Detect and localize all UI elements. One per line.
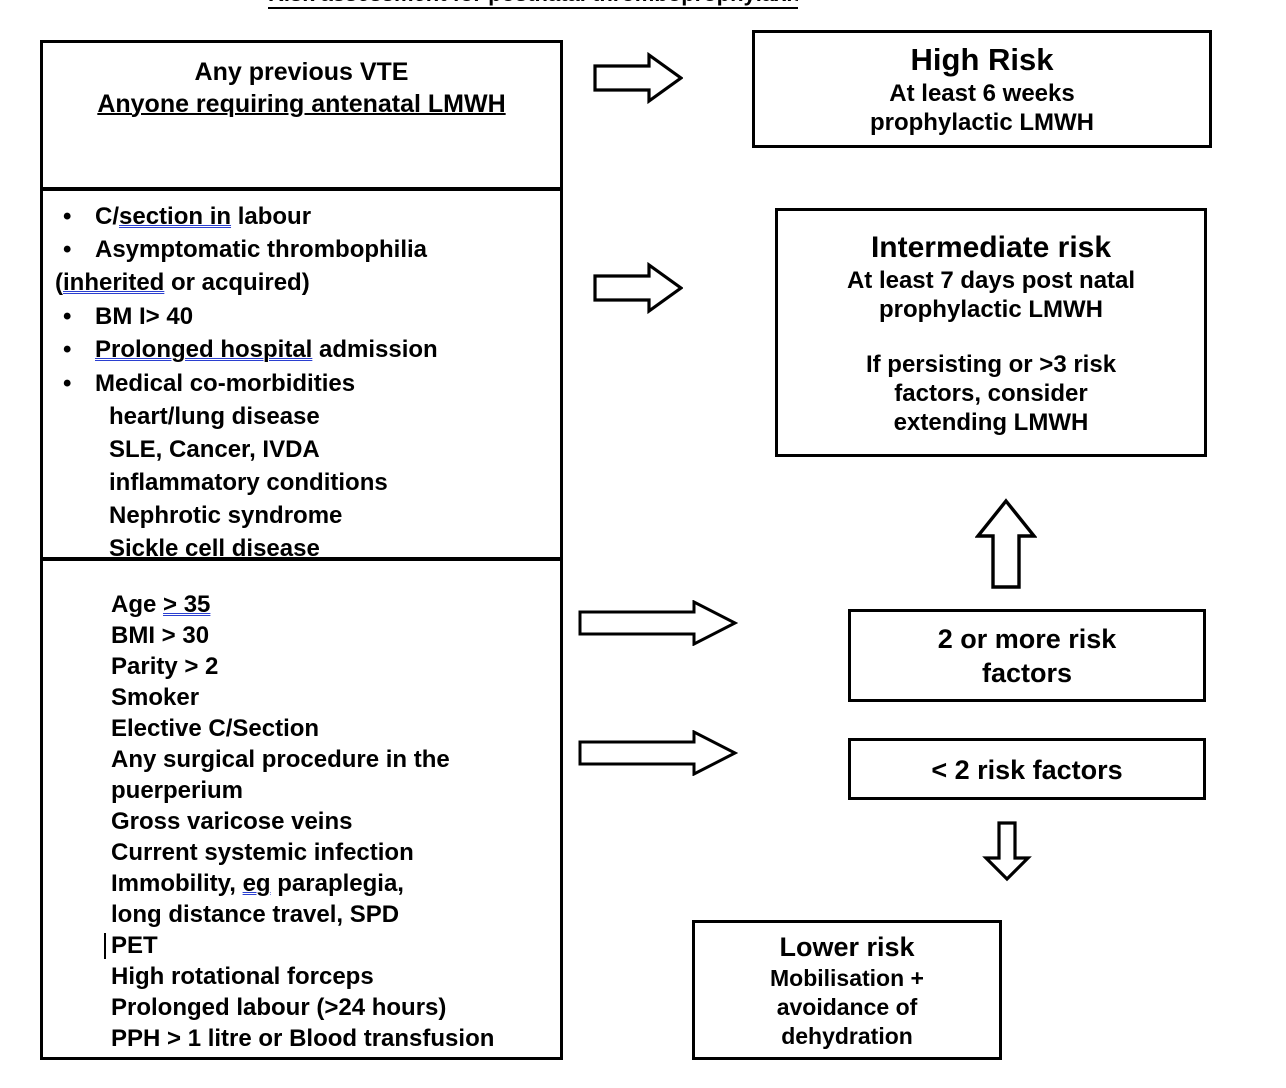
risk-factor-item: puerperium	[111, 777, 244, 804]
bullet-item: • BM I> 40	[51, 300, 552, 333]
immobility-pre: Immobility,	[111, 870, 243, 897]
risk-factor-item-pet: PET	[104, 930, 552, 961]
spellcheck-text: inherited	[63, 269, 165, 296]
arrow-up-icon-to-intermediate-risk	[975, 498, 1037, 590]
bullet-icon: •	[63, 236, 72, 263]
left-criteria-column: Any previous VTE Anyone requiring antena…	[40, 40, 563, 1060]
comorbidity-item: inflammatory conditions	[109, 469, 388, 496]
bullet-label: BM I> 40	[95, 303, 194, 330]
spellcheck-text: eg	[242, 870, 271, 897]
lower-risk-line: Mobilisation +	[770, 965, 924, 991]
immobility-post: paraplegia,	[270, 870, 404, 897]
high-risk-line: At least 6 weeks	[889, 80, 1075, 107]
bullet-item: • C/section in labour	[51, 201, 552, 233]
arrow-right-icon-to-two-or-more	[578, 600, 738, 646]
bullet-label: C/section in labour	[95, 201, 552, 233]
risk-factor-item: BMI > 30	[111, 622, 210, 649]
intermediate-risk-line: prophylactic LMWH	[878, 296, 1103, 323]
bullet-icon: •	[63, 370, 72, 397]
risk-factor-item: Prolonged labour (>24 hours)	[111, 994, 447, 1021]
less-than-two-line: < 2 risk factors	[931, 755, 1123, 785]
risk-factor-item: High rotational forceps	[111, 963, 374, 990]
risk-factor-item: Any surgical procedure in the	[111, 746, 450, 773]
intermediate-risk-note: If persisting or >3 risk	[865, 351, 1117, 378]
risk-factor-item: Current systemic infection	[111, 839, 414, 866]
risk-factor-item: Smoker	[111, 684, 200, 711]
intermediate-risk-line: At least 7 days post natal	[846, 267, 1136, 294]
box-lower-risk-outcome[interactable]: Lower risk Mobilisation + avoidance of d…	[692, 920, 1002, 1060]
box-two-or-more-risk-factors[interactable]: 2 or more risk factors	[848, 609, 1206, 702]
high-risk-heading: High Risk	[910, 42, 1054, 77]
box-high-risk-criteria[interactable]: Any previous VTE Anyone requiring antena…	[40, 40, 563, 190]
comorbidity-list: heart/lung disease SLE, Cancer, IVDA inf…	[51, 400, 552, 565]
subline-post: or acquired)	[164, 269, 310, 296]
lower-risk-line: dehydration	[781, 1023, 913, 1049]
risk-factor-age: Age > 35	[111, 589, 552, 620]
bullet-text-post: admission	[312, 336, 438, 363]
comorbidity-item: Sickle cell disease	[109, 535, 320, 562]
box-intermediate-risk-criteria[interactable]: • C/section in labour • Asymptomatic thr…	[40, 188, 563, 562]
spellcheck-text: > 35	[163, 591, 211, 618]
criteria-line-underlined: Anyone requiring antenatal LMWH	[97, 90, 506, 118]
arrow-right-icon-to-intermediate-risk	[593, 262, 683, 314]
two-or-more-line: factors	[981, 658, 1073, 688]
comorbidity-item: Nephrotic syndrome	[109, 502, 343, 529]
arrow-right-icon-to-less-than-two	[578, 730, 738, 776]
bullet-item: • Asymptomatic thrombophilia	[51, 233, 552, 266]
two-or-more-line: 2 or more risk	[937, 624, 1117, 654]
box-intermediate-risk-outcome[interactable]: Intermediate risk At least 7 days post n…	[775, 208, 1207, 457]
bullet-text-pre: C/	[95, 203, 119, 230]
bullet-label: Medical co-morbidities	[95, 370, 356, 397]
bullet-label: Prolonged hospital admission	[95, 333, 552, 367]
intermediate-risk-note: factors, consider	[894, 380, 1088, 407]
bullet-label: Asymptomatic thrombophilia	[95, 236, 428, 263]
comorbidity-item: heart/lung disease	[109, 403, 320, 430]
bullet-icon: •	[63, 303, 72, 330]
risk-factor-item: Elective C/Section	[111, 715, 320, 742]
box-risk-factor-list[interactable]: Age > 35 BMI > 30 Parity > 2 Smoker Elec…	[40, 558, 563, 1060]
comorbidity-item: SLE, Cancer, IVDA	[109, 436, 320, 463]
high-risk-line: prophylactic LMWH	[869, 109, 1094, 136]
box-less-than-two-risk-factors[interactable]: < 2 risk factors	[848, 738, 1206, 800]
risk-factor-item: long distance travel, SPD	[111, 901, 400, 928]
spellcheck-text: section in	[119, 203, 232, 230]
intermediate-risk-heading: Intermediate risk	[870, 231, 1112, 264]
spellcheck-text: Prolonged hospital	[95, 336, 313, 363]
risk-factor-list: BMI > 30 Parity > 2 Smoker Elective C/Se…	[104, 620, 552, 1054]
risk-factor-pre: Age	[111, 591, 164, 618]
spacer	[778, 324, 1204, 350]
lower-risk-line: avoidance of	[776, 994, 918, 1020]
risk-factor-label: PET	[111, 932, 158, 959]
risk-factor-item: PPH > 1 litre or Blood transfusion	[111, 1025, 495, 1052]
risk-factor-immobility: Immobility, eg paraplegia,	[111, 868, 552, 899]
bullet-item: • Medical co-morbidities	[51, 367, 552, 400]
bullet-text-post: labour	[231, 203, 312, 230]
bullet-icon: •	[63, 336, 72, 363]
bullet-icon: •	[63, 203, 72, 230]
intermediate-risk-note: extending LMWH	[893, 409, 1089, 436]
bullet-item: • Prolonged hospital admission	[51, 333, 552, 367]
box-high-risk-outcome[interactable]: High Risk At least 6 weeks prophylactic …	[752, 30, 1212, 148]
lower-risk-heading: Lower risk	[779, 932, 915, 962]
subline-pre: (	[55, 269, 63, 296]
arrow-right-icon-to-high-risk	[593, 52, 683, 104]
criteria-line: Any previous VTE	[194, 58, 409, 86]
risk-factor-item: Gross varicose veins	[111, 808, 353, 835]
arrow-down-icon-to-lower-risk	[982, 820, 1032, 882]
thrombophilia-subline: (inherited or acquired)	[51, 266, 552, 300]
risk-factor-item: Parity > 2	[111, 653, 219, 680]
text-caret-icon	[104, 933, 106, 959]
